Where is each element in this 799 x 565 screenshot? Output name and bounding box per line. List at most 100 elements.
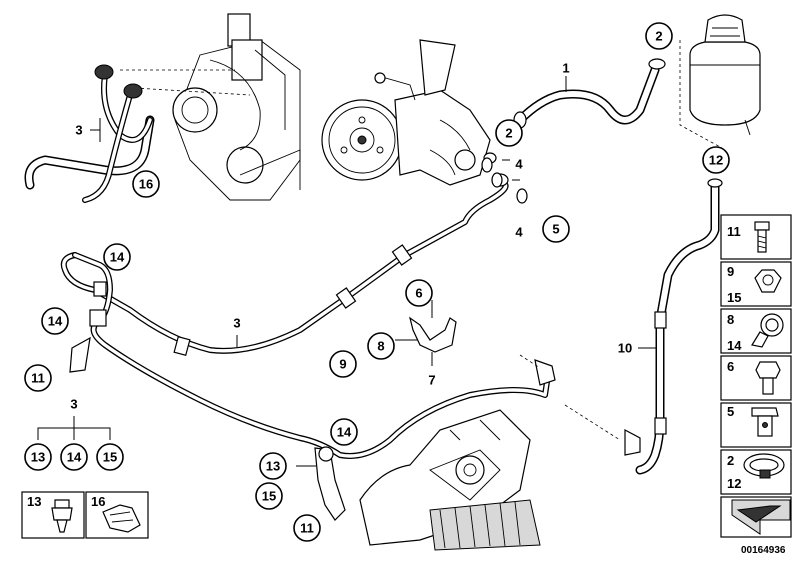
callout-label: 13 (31, 450, 45, 465)
callout-c14-a: 14 (103, 243, 131, 271)
callout-circle (259, 452, 287, 480)
callout-label: 3 (70, 397, 77, 412)
callout-label: 11 (31, 371, 45, 386)
callouts: 2 2 4 4 5 1 12 3 16 14 14 11 3 6 8 9 7 10 3 13 14 15 14 13 15 11 (24, 22, 730, 542)
callout-circle (41, 307, 69, 335)
callout-label: 14 (67, 450, 82, 465)
callout-label: 5 (552, 222, 559, 237)
callout-label: 2 (655, 29, 662, 44)
callout-c14-b: 14 (41, 307, 69, 335)
callout-c4-a: 4 (515, 157, 523, 172)
callout-c8: 8 (367, 332, 395, 360)
callout-c15-g: 15 (96, 443, 124, 471)
callout-label: 14 (337, 425, 352, 440)
callout-c11-b: 11 (293, 514, 321, 542)
callout-label: 14 (110, 250, 125, 265)
callout-c13-g: 13 (24, 443, 52, 471)
bolt-icon (754, 221, 770, 253)
callout-c13-b: 13 (259, 452, 287, 480)
cable-clip-icon (102, 504, 141, 533)
bottom-legend-label: 16 (91, 494, 105, 509)
legend-label: 14 (727, 338, 742, 353)
callout-label: 15 (103, 450, 117, 465)
callout-c16-top: 16 (132, 170, 160, 198)
group-3-bracket-lines (37, 416, 111, 440)
nut-icon (754, 269, 782, 293)
hex-screw-icon (755, 361, 781, 395)
callout-circle (367, 332, 395, 360)
callout-label: 15 (262, 489, 276, 504)
part-number: 00164936 (741, 545, 786, 556)
callout-circle (60, 443, 88, 471)
callout-c14-g: 14 (60, 443, 88, 471)
callout-label: 14 (48, 314, 63, 329)
callout-c10: 10 (618, 341, 632, 356)
legend-label: 8 (727, 312, 734, 327)
callout-circle (645, 22, 673, 50)
pipe-clamp-icon (751, 313, 784, 348)
callout-c3-top: 3 (75, 123, 82, 138)
callout-circle (24, 364, 52, 392)
callout-label: 3 (233, 316, 240, 331)
seal-rings (481, 157, 528, 204)
callout-label: 6 (415, 286, 422, 301)
steering-rack (359, 409, 541, 551)
legend-label: 12 (727, 476, 741, 491)
callout-c9: 9 (329, 350, 357, 378)
callout-c11-a: 11 (24, 364, 52, 392)
callout-label: 3 (75, 123, 82, 138)
callout-c1: 1 (562, 61, 569, 76)
callout-c14-c: 14 (330, 418, 358, 446)
callout-circle (702, 146, 730, 174)
callout-label: 13 (266, 459, 280, 474)
callout-label: 16 (139, 177, 153, 192)
callout-circle (24, 443, 52, 471)
callout-circle (405, 279, 433, 307)
callout-circle (103, 243, 131, 271)
callout-label: 12 (709, 153, 723, 168)
legend-label: 6 (727, 359, 734, 374)
legend-label: 2 (727, 453, 734, 468)
callout-label: 11 (300, 521, 314, 536)
callout-c2-top: 2 (645, 22, 673, 50)
callout-label: 4 (515, 225, 523, 240)
callout-c12: 12 (702, 146, 730, 174)
steering-pump (321, 39, 491, 186)
callout-label: 8 (377, 339, 384, 354)
callout-c15-b: 15 (255, 482, 283, 510)
suction-hose-1 (513, 58, 666, 129)
bracket-6 (395, 300, 457, 366)
legend-label: 15 (727, 290, 741, 305)
callout-c5: 5 (542, 215, 570, 243)
callout-circle (255, 482, 283, 510)
callout-c6: 6 (405, 279, 433, 307)
arrow-icon (731, 499, 791, 535)
legend-label: 11 (727, 224, 741, 239)
callout-circle (96, 443, 124, 471)
callout-c3-mid: 3 (233, 316, 240, 331)
banjo-bolt-icon (751, 407, 779, 437)
callout-label: 2 (505, 126, 512, 141)
legend-column: 11 9 15 8 14 6 5 2 12 (720, 214, 792, 538)
legend-label: 5 (727, 404, 734, 419)
callout-label: 7 (428, 373, 435, 388)
legend-label: 9 (727, 264, 734, 279)
callout-circle (330, 418, 358, 446)
callout-c3-group: 3 (70, 397, 77, 412)
callout-circle (132, 170, 160, 198)
fluid-reservoir (679, 14, 761, 149)
bottom-legend-label: 13 (27, 494, 41, 509)
expanding-rivet-icon (51, 499, 73, 533)
callout-label: 10 (618, 341, 632, 356)
return-hose-10 (564, 178, 723, 475)
callout-label: 1 (562, 61, 569, 76)
callout-circle (293, 514, 321, 542)
callout-label: 4 (515, 157, 523, 172)
callout-circle (495, 119, 523, 147)
hose-clamp-icon (743, 453, 785, 479)
callout-c4-b: 4 (515, 225, 523, 240)
callout-circle (329, 350, 357, 378)
callout-circle (542, 215, 570, 243)
steering-box-inset (24, 13, 301, 203)
